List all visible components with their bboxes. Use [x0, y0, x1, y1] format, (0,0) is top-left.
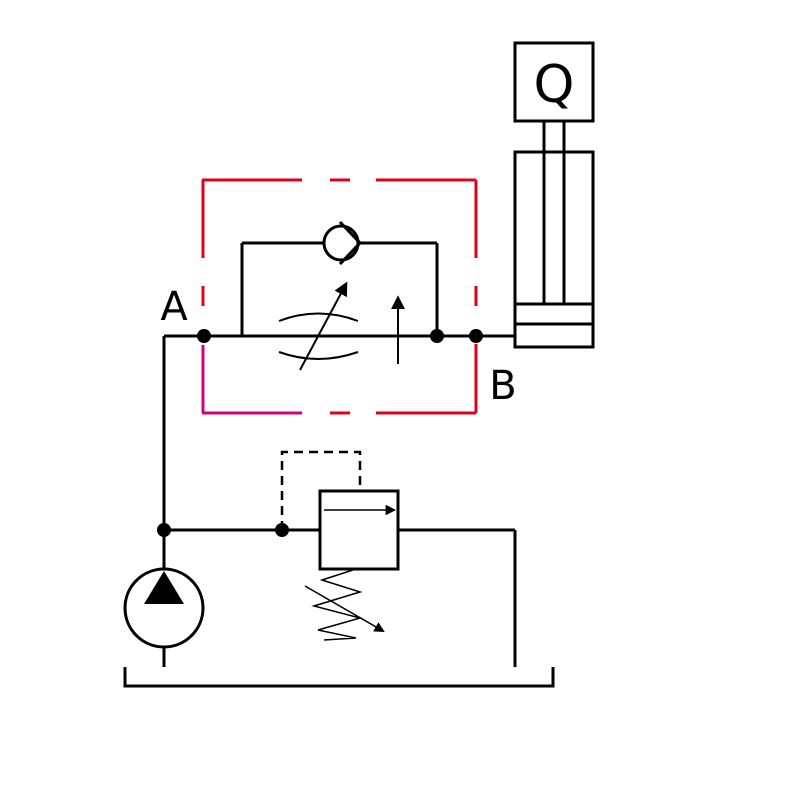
relief-pilot-line	[280, 450, 362, 530]
pump-body	[123, 567, 205, 649]
port-b-label: B	[489, 363, 516, 409]
relief-valve-spring	[311, 568, 363, 641]
flow-control-valve-enclosure	[201, 178, 478, 415]
junction-port-a	[197, 329, 211, 343]
hydraulic-cylinder	[513, 121, 595, 349]
tank	[123, 667, 555, 688]
junction-pump-outlet	[157, 523, 171, 537]
pump-direction-triangle	[144, 571, 184, 604]
relief-valve-body	[318, 489, 400, 571]
throttle-upper-arc	[278, 312, 359, 322]
hydraulic-lines	[162, 241, 517, 667]
check-valve	[322, 220, 363, 266]
pressure-relief-valve	[280, 450, 400, 641]
adjustable-throttle	[278, 281, 405, 371]
hydraulic-pump	[123, 567, 205, 649]
load-label: Q	[534, 55, 575, 115]
check-valve-ball	[322, 224, 360, 262]
relief-spring-adjust-arrow	[304, 585, 385, 633]
load-mass-box	[513, 41, 595, 123]
throttle-lower-arc	[278, 351, 359, 360]
cylinder-piston	[513, 302, 595, 326]
junction-port-b	[469, 329, 483, 343]
check-valve-seat	[338, 220, 363, 266]
port-a-label: A	[160, 284, 188, 330]
throttle-adjust-arrow	[299, 281, 348, 371]
junction-bypass-right	[430, 329, 444, 343]
